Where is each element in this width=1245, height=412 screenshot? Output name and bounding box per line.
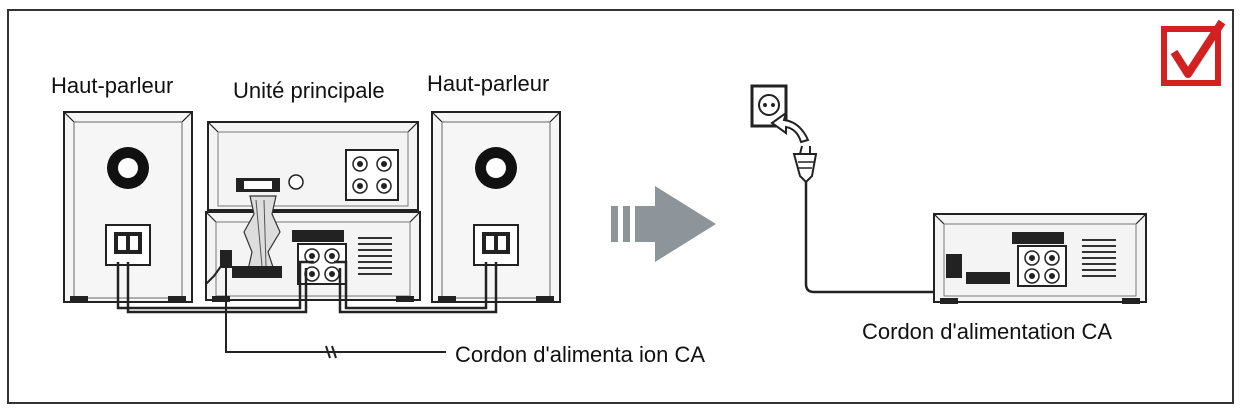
insert-arrow-icon (770, 110, 810, 144)
arrow-icon (611, 186, 716, 262)
woofer-icon (107, 147, 149, 189)
right-cord-label: Cordon d'alimentation CA (862, 319, 1113, 344)
antenna-jack-icon (288, 174, 304, 190)
woofer-icon (475, 147, 517, 189)
vent-icon (1082, 239, 1116, 277)
ribbon-cable-icon (243, 195, 281, 271)
right-power-cord (804, 182, 949, 294)
checkmark-icon (1161, 19, 1226, 86)
power-plug-icon (792, 145, 818, 184)
speaker-terminal-icon (473, 224, 519, 266)
main-unit-connected (933, 213, 1147, 304)
left-power-cord (205, 261, 446, 359)
speaker-terminal-icon (105, 224, 151, 266)
main-unit-label: Unité principale (233, 78, 385, 103)
main-unit (205, 121, 421, 302)
speaker-cables (116, 260, 498, 314)
left-cord-label: Cordon d'alimenta ion CA (455, 342, 706, 367)
vent-icon (358, 237, 392, 275)
wall-outlet-icon (750, 84, 788, 128)
right-speaker-label: Haut-parleur (427, 71, 550, 96)
left-speaker-label: Haut-parleur (51, 73, 174, 98)
